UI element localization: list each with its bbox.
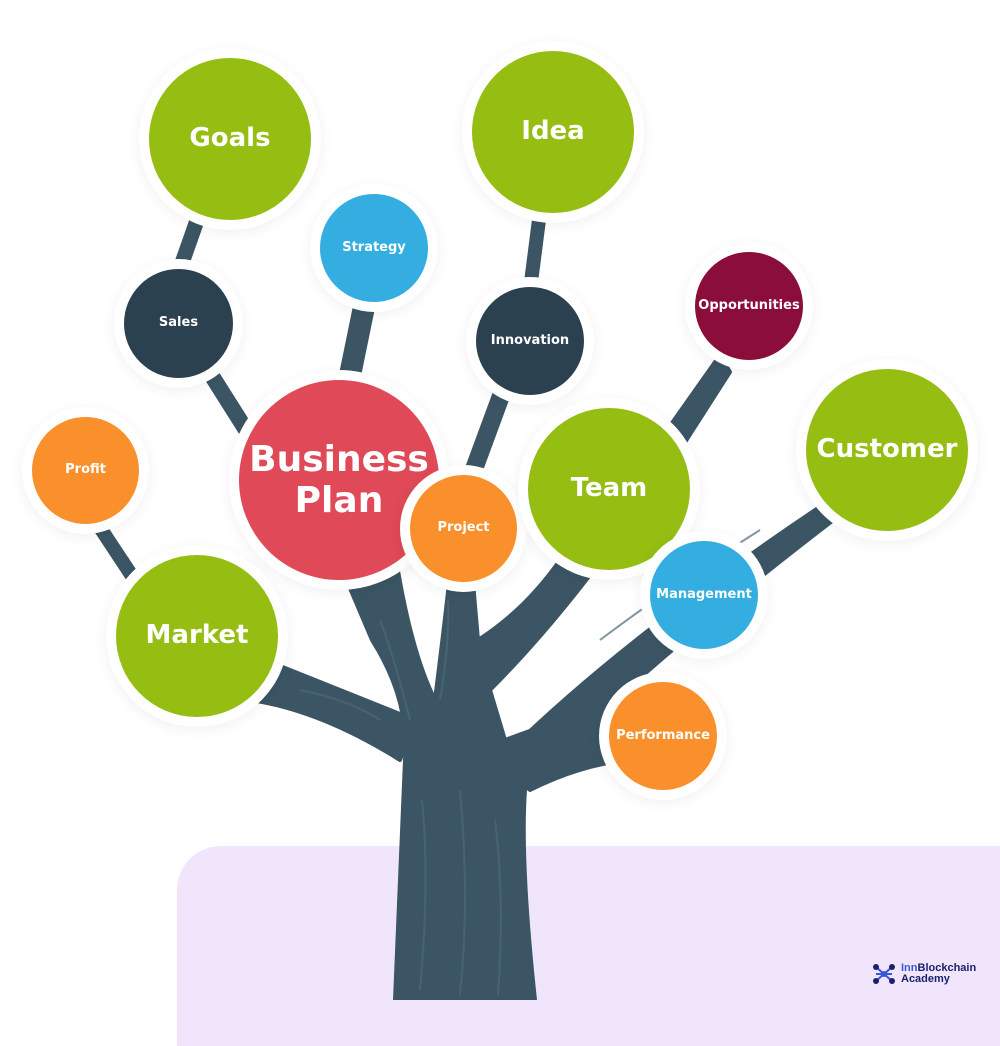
profit-node: Profit (32, 417, 139, 524)
wood-grain (494, 819, 502, 996)
market-label: Market (145, 620, 249, 651)
branch-idea-innovation (523, 205, 547, 297)
wood-grain (379, 619, 411, 721)
performance-label: Performance (616, 727, 710, 743)
trunk (336, 546, 622, 1000)
logo-academy: Academy (901, 973, 950, 985)
logo-wordmark: InnBlockchain Academy (901, 963, 976, 985)
branch-profit-market (88, 513, 145, 592)
innovation-node: Innovation (476, 287, 584, 395)
wood-grain (419, 799, 427, 991)
business-plan-label-line2: Plan (294, 480, 384, 521)
innblockchain-logo: InnBlockchain Academy (872, 960, 976, 988)
branch-strategy-bp (337, 291, 376, 396)
strategy-node: Strategy (320, 194, 428, 302)
idea-label: Idea (521, 116, 585, 147)
branch-market (248, 658, 417, 762)
opportunities-label: Opportunities (698, 297, 800, 313)
goals-node: Goals (149, 58, 311, 220)
idea-node: Idea (472, 51, 634, 213)
profit-label: Profit (65, 462, 106, 478)
management-label: Management (656, 586, 752, 602)
business-plan-label-line1: Business (249, 438, 429, 480)
project-node: Project (410, 475, 517, 582)
branch-goals-sales (168, 204, 208, 288)
network-logo-icon (873, 964, 895, 984)
team-node: Team (528, 408, 690, 570)
wood-grain (439, 599, 450, 701)
project-label: Project (437, 520, 490, 536)
logo-inn: Inn (901, 962, 918, 974)
innovation-label: Innovation (490, 332, 570, 348)
tree-trunk-and-branches (88, 204, 842, 1000)
customer-node: Customer (806, 369, 968, 531)
customer-label: Customer (816, 434, 958, 465)
logo-blockchain: Blockchain (917, 962, 977, 974)
management-node: Management (650, 541, 758, 649)
opportunities-node: Opportunities (695, 252, 803, 360)
sales-label: Sales (158, 315, 199, 331)
branch-innovation-project (461, 376, 514, 489)
market-node: Market (116, 555, 278, 717)
performance-node: Performance (609, 682, 717, 790)
business-plan-tree-diagram: Goals Idea Strategy Sales Innovation Opp… (32, 51, 1000, 1046)
business-plan-node: Business Plan (239, 380, 439, 580)
team-label: Team (570, 473, 648, 504)
sales-node: Sales (124, 269, 233, 378)
strategy-label: Strategy (342, 239, 406, 255)
goals-label: Goals (189, 123, 271, 154)
wood-grain (299, 689, 381, 721)
wood-grain (459, 789, 466, 996)
